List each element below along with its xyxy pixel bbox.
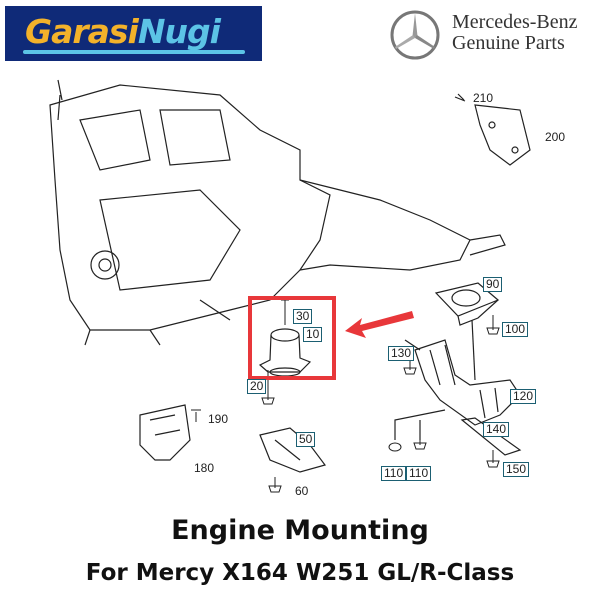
- highlight-box: [248, 296, 336, 380]
- callout-30: 30: [293, 309, 313, 324]
- callout-200: 200: [545, 130, 566, 144]
- callout-210: 210: [473, 91, 494, 105]
- logo-text-2: Nugi: [137, 12, 221, 51]
- garasinugi-logo: GarasiNugi: [5, 6, 262, 61]
- bolts: [191, 299, 500, 493]
- mercedes-brand-text: Mercedes-Benz Genuine Parts: [452, 12, 578, 54]
- mount-90: [434, 282, 500, 381]
- callout-190: 190: [208, 412, 229, 426]
- product-title: Engine Mounting: [171, 515, 429, 546]
- product-subtitle: For Mercy X164 W251 GL/R-Class: [85, 560, 515, 586]
- brand-line2: Genuine Parts: [452, 32, 565, 54]
- mercedes-star-icon: [390, 10, 440, 60]
- callout-20: 20: [247, 379, 267, 394]
- callout-90: 90: [483, 277, 503, 292]
- callout-140: 140: [483, 422, 510, 437]
- callout-10: 10: [303, 327, 323, 342]
- brand-line1: Mercedes-Benz: [452, 11, 578, 33]
- callout-120: 120: [510, 389, 537, 404]
- callout-130: 130: [388, 346, 415, 361]
- callout-150: 150: [503, 462, 530, 477]
- engine-drawing: [49, 79, 506, 346]
- bracket-180: [139, 404, 191, 461]
- strut-140: [460, 417, 522, 456]
- highlight-arrow: [345, 311, 414, 338]
- bracket-200: [454, 93, 531, 166]
- callout-100: 100: [502, 322, 529, 337]
- callout-50: 50: [296, 432, 316, 447]
- callout-60: 60: [295, 484, 309, 498]
- logo-text-1: Garasi: [25, 12, 139, 51]
- callout-110b: 110: [406, 466, 432, 481]
- shield-50: [259, 427, 327, 473]
- callout-180: 180: [194, 461, 215, 475]
- logo-underline: [23, 50, 245, 54]
- parts-diagram: [49, 79, 531, 493]
- callout-110a: 110: [381, 466, 407, 481]
